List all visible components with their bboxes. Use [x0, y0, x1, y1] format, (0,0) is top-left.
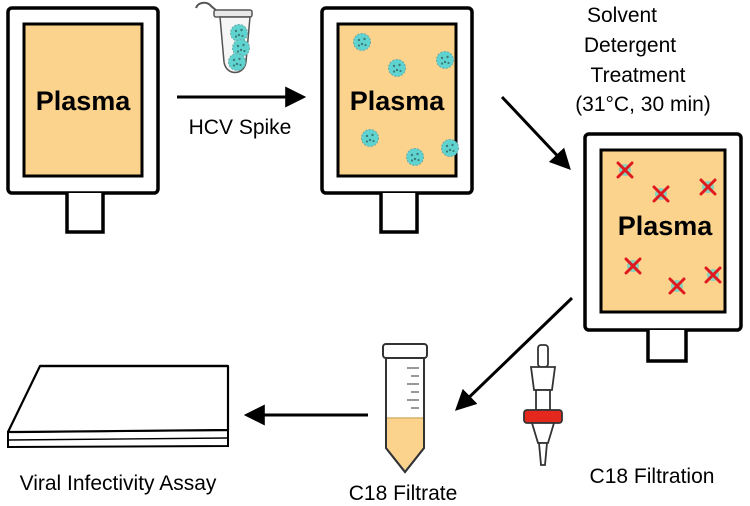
arrow-filtration	[454, 296, 574, 411]
x-mark-icon	[668, 277, 686, 295]
sd-label-line2: Detergent	[584, 34, 676, 57]
x-mark-icon	[704, 266, 722, 284]
sd-label-line1: Solvent	[587, 4, 657, 27]
virus-particle-icon	[361, 129, 379, 147]
c18-filtration-label: C18 Filtration	[590, 465, 715, 488]
virus-particle-icon	[406, 148, 424, 166]
plasma-label: Plasma	[350, 86, 446, 116]
plasma-label: Plasma	[618, 211, 714, 241]
conical-tube-icon	[382, 343, 428, 474]
x-mark-icon	[616, 161, 634, 179]
virus-particle-icon	[353, 33, 371, 51]
assay-label: Viral Infectivity Assay	[20, 472, 217, 495]
microcentrifuge-tube-icon	[195, 1, 253, 74]
virus-particle-icon	[388, 59, 406, 77]
plasma-bag-3: Plasma	[583, 132, 743, 363]
arrow-sd-treatment	[500, 95, 571, 171]
virus-particle-icon	[436, 51, 454, 69]
hcv-spike-label: HCV Spike	[189, 116, 292, 139]
assay-plate-icon	[7, 364, 230, 449]
c18-filtrate-label: C18 Filtrate	[349, 482, 458, 505]
syringe-filter-icon	[523, 344, 563, 466]
plasma-label: Plasma	[36, 86, 132, 116]
sd-label-line3: Treatment	[591, 64, 686, 87]
x-mark-icon	[652, 185, 670, 203]
x-mark-icon	[624, 257, 642, 275]
sd-label-line4: (31°C, 30 min)	[575, 93, 711, 116]
plasma-bag-1: Plasma	[6, 6, 160, 234]
x-mark-icon	[699, 178, 717, 196]
plasma-bag-2: Plasma	[320, 6, 474, 234]
virus-particle-icon	[441, 139, 459, 157]
